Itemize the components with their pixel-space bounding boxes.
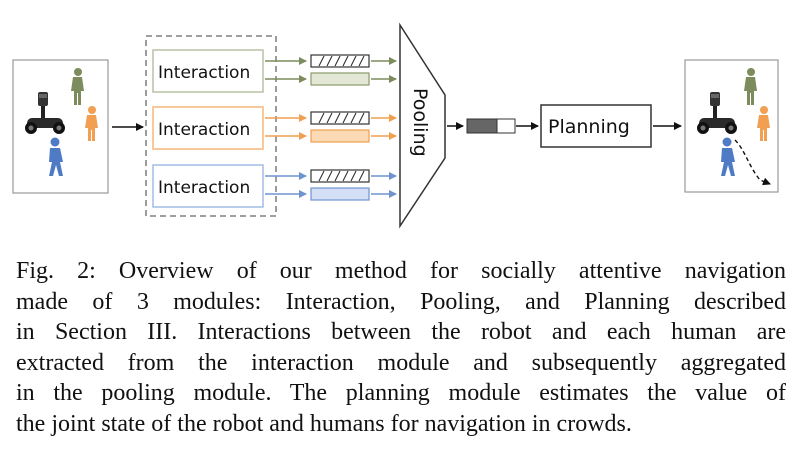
caption-line-6: the joint state of the robot and humans … (16, 410, 632, 437)
human-orange-icon (757, 106, 770, 141)
interaction-output-green (265, 54, 397, 86)
human-green-icon (744, 68, 757, 105)
pooling-label: Pooling (409, 88, 431, 157)
method-overview-diagram: Interaction Interaction Interaction (12, 22, 779, 229)
input-scene-panel (12, 59, 109, 194)
caption-line-3: in Section III. Interactions between the… (16, 319, 786, 345)
pooling-module: Pooling (399, 22, 446, 229)
figure-caption: Fig. 2: Overview of our method for socia… (16, 256, 786, 439)
interaction-box-2: Interaction (152, 106, 264, 150)
caption-line-5: in the pooling module. The planning modu… (16, 380, 786, 406)
interaction-box-3: Interaction (152, 164, 264, 208)
interaction-output-blue (265, 169, 397, 201)
interaction-box-1: Interaction (152, 49, 264, 93)
planning-label: Planning (548, 116, 630, 138)
human-blue-icon (721, 137, 735, 176)
planning-module: Planning (540, 104, 652, 148)
caption-line-4: extracted from the interaction module an… (16, 349, 786, 376)
human-blue-icon (49, 137, 63, 176)
robot-icon (697, 92, 737, 134)
caption-line-2: made of 3 modules: Interaction, Pooling,… (16, 288, 786, 315)
robot-icon (25, 92, 65, 134)
pooled-vector (466, 118, 516, 134)
interaction-label-1: Interaction (158, 63, 250, 83)
interaction-label-3: Interaction (158, 178, 250, 198)
caption-line-1: Fig. 2: Overview of our method for socia… (16, 258, 786, 284)
output-scene-panel (684, 59, 779, 193)
planned-trajectory-arrow (734, 139, 771, 186)
interaction-group-border (145, 35, 277, 217)
interaction-output-orange (265, 111, 397, 143)
interaction-label-2: Interaction (158, 120, 250, 140)
human-green-icon (71, 68, 84, 105)
human-orange-icon (85, 106, 98, 141)
